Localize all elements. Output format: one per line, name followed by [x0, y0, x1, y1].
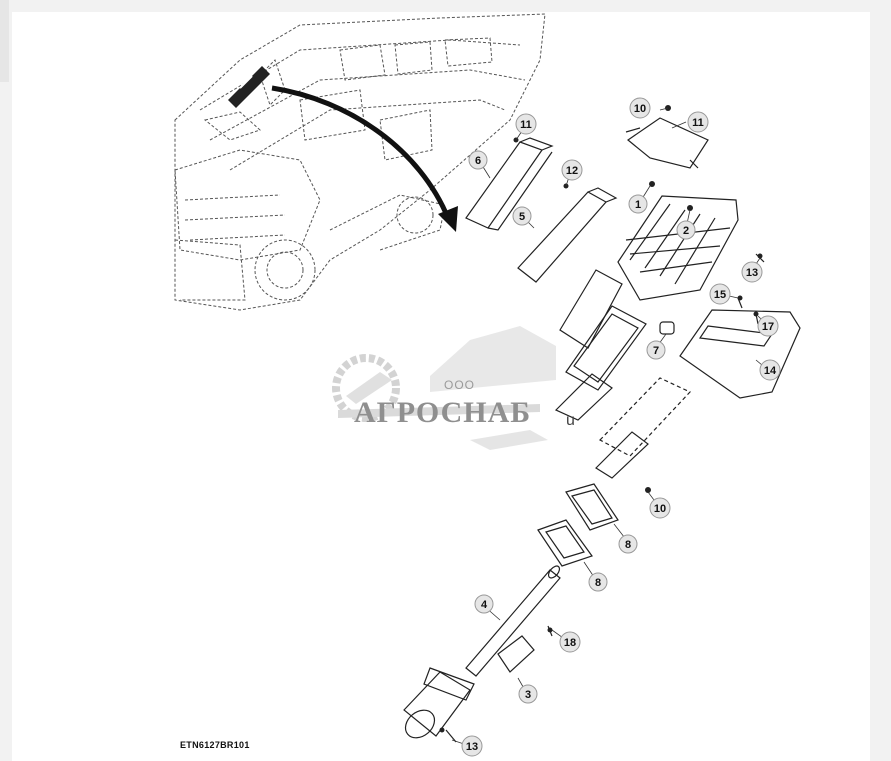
svg-text:18: 18 — [564, 637, 576, 649]
svg-text:13: 13 — [466, 741, 478, 753]
watermark-logo — [332, 326, 556, 450]
callout-11-left: 11 — [515, 113, 537, 135]
svg-text:8: 8 — [595, 577, 601, 589]
svg-text:4: 4 — [481, 599, 488, 611]
callout-5: 5 — [512, 206, 532, 226]
watermark-name: АГРОСНАБ — [354, 396, 532, 429]
highlight-marker — [228, 66, 270, 108]
left-edge-strip — [0, 0, 9, 82]
callout-12: 11 — [687, 111, 709, 133]
svg-text:10: 10 — [634, 103, 646, 115]
callout-4: 4 — [474, 594, 494, 614]
exploded-parts — [403, 117, 801, 743]
callout-8-lower: 8 — [588, 572, 608, 592]
svg-text:10: 10 — [654, 503, 666, 515]
callout-14: 14 — [759, 359, 781, 381]
callout-18: 18 — [559, 631, 581, 653]
watermark-tail: u — [566, 412, 575, 429]
svg-text:13: 13 — [746, 267, 758, 279]
svg-text:5: 5 — [519, 211, 525, 223]
callout-10-bottom: 10 — [649, 497, 671, 519]
callouts: 10 11 11 12 6 5 1 2 — [461, 97, 781, 757]
svg-text:3: 3 — [525, 689, 531, 701]
callout-6: 6 — [468, 150, 488, 170]
svg-text:12: 12 — [566, 165, 578, 177]
callout-1: 1 — [628, 194, 648, 214]
callout-15: 15 — [709, 283, 731, 305]
callout-8-upper: 8 — [618, 534, 638, 554]
svg-text:15: 15 — [714, 289, 726, 301]
diagram-reference-code: ETN6127BR101 — [180, 740, 250, 750]
svg-text:7: 7 — [653, 345, 659, 357]
callout-17: 17 — [757, 315, 779, 337]
curved-arrow — [271, 85, 458, 232]
callout-10-top: 10 — [629, 97, 651, 119]
svg-text:11: 11 — [692, 117, 704, 129]
callout-7: 7 — [646, 340, 666, 360]
callout-11-right: 12 — [561, 159, 583, 181]
svg-text:2: 2 — [683, 225, 689, 237]
callout-13-top: 13 — [741, 261, 763, 283]
hardware-fasteners — [439, 105, 763, 733]
svg-text:11: 11 — [520, 119, 532, 131]
svg-text:6: 6 — [475, 155, 481, 167]
watermark-prefix: ООО — [444, 378, 476, 392]
callout-2: 2 — [676, 220, 696, 240]
callout-3: 3 — [518, 684, 538, 704]
svg-text:1: 1 — [635, 199, 641, 211]
combine-harvester-illustration — [174, 13, 546, 311]
callout-13-bottom: 13 — [461, 735, 483, 757]
svg-text:17: 17 — [762, 321, 774, 333]
svg-text:14: 14 — [764, 365, 777, 377]
svg-text:8: 8 — [625, 539, 631, 551]
